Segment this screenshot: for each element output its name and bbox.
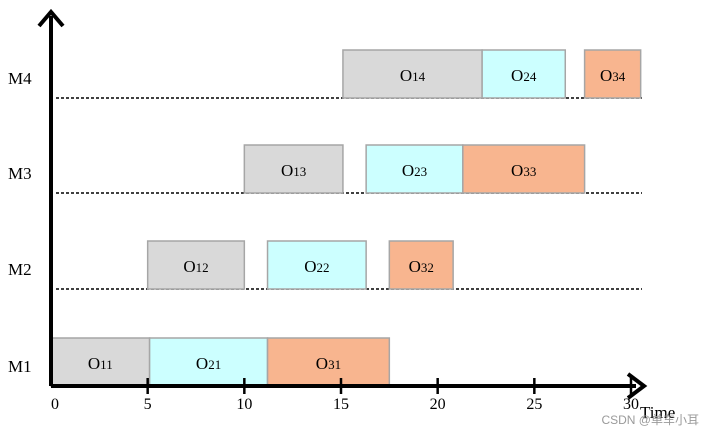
bar-label-o33: O33 bbox=[511, 161, 536, 180]
label-main: O bbox=[409, 257, 421, 276]
bar-label-o12: O12 bbox=[183, 257, 208, 276]
bar-o22 bbox=[266, 240, 367, 290]
tick-label-5: 5 bbox=[144, 396, 152, 413]
label-main: O bbox=[281, 161, 293, 180]
tick-label-10: 10 bbox=[236, 396, 252, 413]
machine-label-m2: M2 bbox=[8, 260, 32, 279]
bar-label-o11: O11 bbox=[88, 354, 113, 373]
label-sub: 11 bbox=[100, 357, 113, 372]
machine-label-m1: M1 bbox=[8, 357, 32, 376]
machine-label-m4: M4 bbox=[8, 69, 32, 88]
label-sub: 32 bbox=[421, 260, 434, 275]
label-sub: 14 bbox=[412, 69, 426, 84]
bar-o13 bbox=[243, 144, 344, 194]
label-main: O bbox=[600, 66, 612, 85]
bar-label-o22: O22 bbox=[304, 257, 329, 276]
bar-o12 bbox=[146, 240, 246, 290]
label-main: O bbox=[400, 66, 412, 85]
tick-label-30: 30 bbox=[623, 396, 639, 413]
bar-label-o34: O34 bbox=[600, 66, 626, 85]
bar-o34 bbox=[583, 49, 642, 99]
label-main: O bbox=[196, 354, 208, 373]
label-main: O bbox=[402, 161, 414, 180]
x-axis-label: Time bbox=[640, 403, 675, 422]
label-sub: 34 bbox=[612, 69, 626, 84]
tick-label-0: 0 bbox=[51, 396, 59, 413]
y-axis-arrow bbox=[37, 8, 65, 28]
bar-label-o13: O13 bbox=[281, 161, 306, 180]
machine-labels: M1 M2 M3 M4 bbox=[8, 69, 32, 376]
label-sub: 22 bbox=[316, 260, 329, 275]
label-main: O bbox=[183, 257, 195, 276]
label-main: O bbox=[511, 161, 523, 180]
watermark: CSDN @单车小耳 bbox=[601, 413, 699, 427]
bar-o32 bbox=[388, 240, 454, 290]
machine-label-m3: M3 bbox=[8, 164, 32, 183]
label-main: O bbox=[304, 257, 316, 276]
bar-o33 bbox=[462, 144, 586, 194]
x-axis-arrow bbox=[626, 372, 648, 400]
label-sub: 12 bbox=[196, 260, 209, 275]
label-main: O bbox=[511, 66, 523, 85]
bar-o21 bbox=[148, 337, 269, 387]
bar-label-o24: O24 bbox=[511, 66, 537, 85]
label-sub: 21 bbox=[208, 357, 221, 372]
label-sub: 24 bbox=[523, 69, 537, 84]
bar-o24 bbox=[481, 49, 567, 99]
bar-label-o32: O32 bbox=[409, 257, 434, 276]
label-main: O bbox=[316, 354, 328, 373]
bar-label-o14: O14 bbox=[400, 66, 426, 85]
x-ticks: 0 5 10 15 20 25 30 bbox=[51, 378, 639, 413]
tick-label-15: 15 bbox=[333, 396, 349, 413]
label-main: O bbox=[88, 354, 100, 373]
label-sub: 31 bbox=[328, 357, 341, 372]
bar-label-o21: O21 bbox=[196, 354, 221, 373]
label-sub: 13 bbox=[293, 164, 306, 179]
tick-label-25: 25 bbox=[526, 396, 542, 413]
label-sub: 33 bbox=[523, 164, 536, 179]
bar-label-o23: O23 bbox=[402, 161, 427, 180]
bar-o14 bbox=[342, 49, 483, 99]
label-sub: 23 bbox=[414, 164, 427, 179]
tick-label-20: 20 bbox=[430, 396, 446, 413]
bar-label-o31: O31 bbox=[316, 354, 341, 373]
